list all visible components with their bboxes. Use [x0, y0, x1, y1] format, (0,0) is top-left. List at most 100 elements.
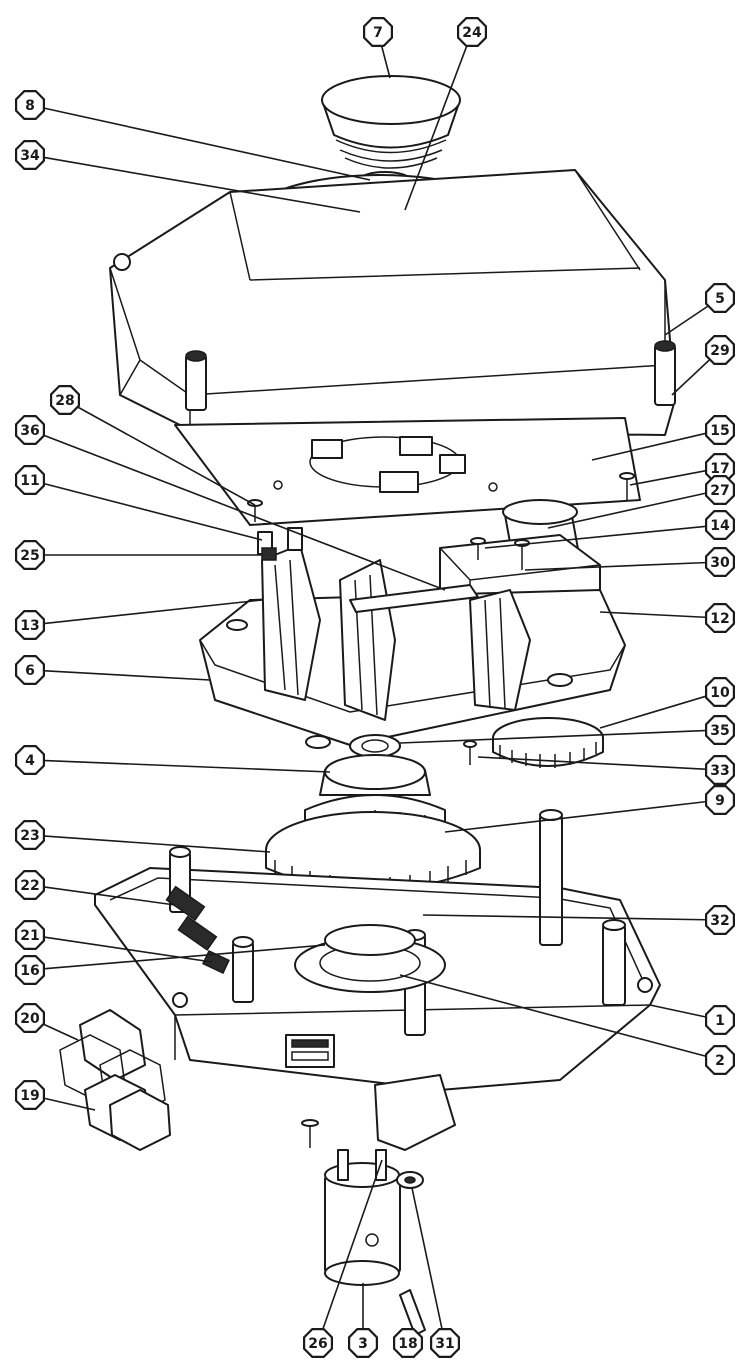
part-31-nut	[396, 1171, 424, 1189]
callout-5: 5	[704, 283, 736, 313]
callout-ring	[15, 465, 46, 495]
callout-label: 34	[20, 148, 40, 164]
callout-label: 32	[710, 913, 729, 929]
leader-16	[44, 944, 326, 970]
part-3-coupling	[324, 1162, 401, 1286]
callout-27: 27	[704, 475, 736, 505]
leader-30	[524, 561, 706, 571]
leader-11	[44, 482, 263, 541]
callout-35: 35	[704, 714, 736, 746]
part-14-screw	[470, 537, 486, 560]
callout-34: 34	[15, 140, 46, 170]
callout-ring	[430, 1327, 460, 1359]
leader-15	[591, 432, 706, 461]
loose-screw	[301, 1119, 319, 1148]
callout-ring	[15, 89, 46, 121]
callout-label: 5	[715, 291, 725, 307]
leader-7	[381, 46, 391, 79]
callout-label: 16	[20, 963, 39, 979]
leader-32	[422, 914, 706, 921]
callout-24: 24	[457, 17, 487, 48]
callout-9: 9	[704, 784, 736, 816]
part-29-posts	[185, 340, 676, 411]
callout-ring	[704, 602, 736, 634]
callout-3: 3	[348, 1327, 378, 1359]
callout-label: 10	[710, 685, 730, 701]
leader-28	[77, 406, 256, 506]
callout-ring	[704, 1044, 736, 1076]
leader-36	[43, 434, 446, 591]
callout-28: 28	[49, 385, 81, 415]
part-19-grommets	[84, 1074, 171, 1151]
callout-31: 31	[430, 1327, 460, 1359]
callout-label: 4	[25, 753, 35, 769]
leader-17	[629, 469, 706, 486]
callout-ring	[457, 17, 487, 48]
callout-ring	[704, 475, 736, 505]
part-17-screw	[619, 472, 635, 500]
part-28-screw	[247, 499, 263, 522]
part-33-pin	[463, 740, 477, 765]
part-16-cam	[324, 924, 416, 956]
callout-10: 10	[704, 676, 736, 708]
callout-33: 33	[704, 754, 736, 786]
callout-ring	[15, 1079, 46, 1111]
callout-25: 25	[15, 539, 46, 571]
leader-6	[44, 670, 211, 681]
callout-label: 33	[710, 763, 729, 779]
callout-label: 25	[20, 548, 39, 564]
callout-ring	[393, 1327, 423, 1359]
leader-33	[477, 756, 706, 770]
part-10-small-gear	[492, 717, 604, 768]
leader-23	[44, 835, 271, 853]
callout-ring	[15, 539, 46, 571]
leader-5	[664, 305, 709, 336]
callout-label: 36	[20, 423, 39, 439]
callout-ring	[15, 609, 46, 641]
callout-ring	[704, 904, 736, 936]
callout-ring	[15, 654, 46, 686]
callout-label: 3	[358, 1336, 368, 1352]
callout-label: 23	[20, 828, 39, 844]
callout-8: 8	[15, 89, 46, 121]
leader-10	[599, 695, 706, 729]
callout-label: 6	[25, 663, 35, 679]
leader-13	[44, 599, 263, 625]
leader-34	[44, 156, 361, 213]
leader-8	[44, 107, 371, 181]
part-21-terminal	[202, 950, 230, 974]
leader-31	[411, 1187, 443, 1329]
callout-label: 14	[710, 518, 730, 534]
callout-7: 7	[363, 17, 393, 48]
callout-ring	[15, 869, 46, 901]
leader-24	[404, 45, 468, 211]
callout-label: 35	[710, 723, 729, 739]
callout-label: 9	[715, 793, 725, 809]
callout-ring	[15, 819, 46, 851]
callout-36: 36	[15, 415, 46, 445]
callout-label: 13	[20, 618, 39, 634]
part-35-washer	[349, 734, 401, 758]
callout-ring	[704, 1004, 736, 1036]
callout-2: 2	[704, 1044, 736, 1076]
callout-label: 7	[373, 25, 383, 41]
leader-22	[44, 886, 176, 906]
leader-20	[43, 1023, 79, 1041]
part-7-cap	[321, 75, 461, 169]
callout-ring	[363, 17, 393, 48]
base-lug	[374, 1074, 456, 1151]
callout-label: 20	[20, 1011, 40, 1027]
callout-ring	[704, 335, 736, 365]
callout-ring	[704, 784, 736, 816]
part-15-board	[174, 417, 641, 526]
callout-ring	[704, 754, 736, 786]
part-36-arm	[349, 584, 479, 613]
part-22-connector	[165, 885, 218, 951]
callout-ring	[303, 1327, 333, 1359]
leader-9	[444, 800, 706, 833]
leader-27	[547, 492, 706, 529]
leader-35	[399, 729, 706, 744]
callout-ring	[704, 510, 736, 541]
callout-label: 17	[710, 461, 729, 477]
callout-ring	[704, 283, 736, 313]
